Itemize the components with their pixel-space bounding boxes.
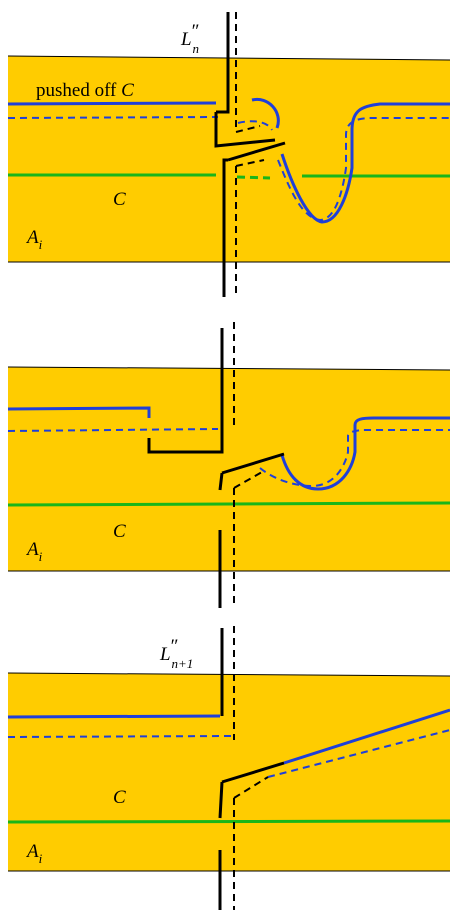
pushed-off-curve [7, 406, 450, 491]
pushed-off-curve [7, 708, 450, 765]
band-top-edge [7, 366, 450, 371]
curve-c [7, 501, 450, 507]
label-pushed-off-c: pushed off C [36, 80, 134, 101]
label-c: C [113, 787, 126, 808]
label-a-i: Ai [25, 227, 43, 252]
panel-2: C Ai [7, 322, 450, 608]
pushed-off-curve [7, 97, 450, 224]
curve-l-solid [218, 628, 285, 910]
pushed-off-curve-dashed [7, 428, 450, 488]
label-l-n-plus-1: L″n+1 [159, 636, 193, 671]
label-a-i: Ai [25, 841, 43, 866]
annulus-band [8, 367, 450, 571]
pushed-off-curve-dashed [7, 116, 450, 222]
curve-l-dashed [235, 12, 265, 297]
panel-1: L″n pushed off C C Ai [7, 12, 450, 297]
curve-l-solid [147, 328, 285, 608]
label-l-n: L″n [180, 21, 200, 56]
label-c: C [113, 189, 126, 210]
curve-c [7, 819, 450, 824]
label-a-i: Ai [25, 539, 43, 564]
curve-l-dashed [233, 322, 263, 608]
label-c: C [113, 521, 126, 542]
annulus-band [8, 673, 450, 871]
band-top-edge [7, 672, 450, 677]
curve-l-solid [214, 12, 286, 297]
curve-c [236, 175, 271, 180]
curve-l-dashed [233, 626, 269, 910]
pushed-off-curve-dashed [7, 729, 450, 778]
panel-3: L″n+1 C Ai [7, 626, 450, 910]
